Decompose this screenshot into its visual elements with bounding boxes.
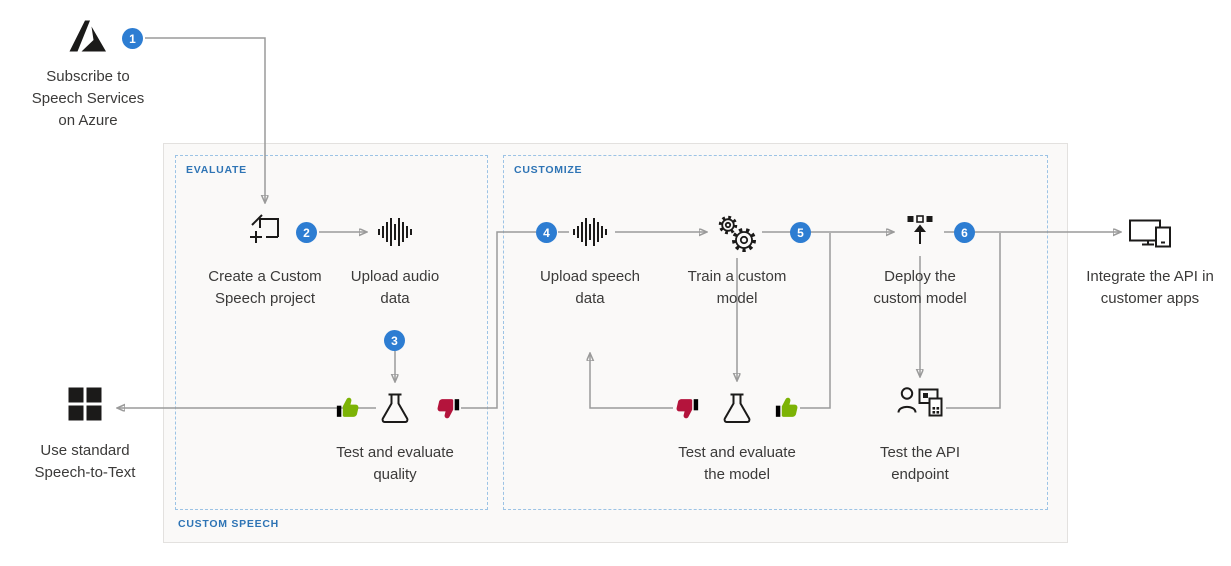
wire-pass-to-deploy-line (800, 233, 831, 409)
standard-stt-label: Use standard Speech-to-Text (34, 442, 136, 481)
customize-group: CUSTOMIZE (503, 155, 1048, 510)
wire-fail-to-customize (461, 231, 536, 409)
wire-testapi-to-integrate-line (946, 233, 1001, 409)
step-badge-4: 4 (536, 222, 557, 243)
step-badge-1: 1 (122, 28, 143, 49)
azure-logo-icon (68, 19, 108, 53)
test-model-label: Test and evaluate the model (678, 444, 796, 483)
flask-icon (719, 390, 755, 426)
wire-subscribe-to-create (145, 37, 265, 202)
waveform-icon (375, 215, 415, 249)
new-project-icon (247, 212, 283, 248)
integrate-label: Integrate the API in customer apps (1086, 268, 1214, 307)
thumb-down-icon (435, 395, 461, 421)
thumb-up-icon (335, 395, 361, 421)
gears-icon (716, 214, 758, 254)
devices-icon (1127, 214, 1173, 252)
step-badge-6: 6 (954, 222, 975, 243)
step-badge-2: 2 (296, 222, 317, 243)
evaluate-group: EVALUATE (175, 155, 488, 510)
evaluate-group-label: EVALUATE (186, 164, 247, 176)
subscribe-label: Subscribe to Speech Services on Azure (31, 68, 145, 129)
waveform-icon (570, 215, 610, 249)
train-model-label: Train a custom model (687, 268, 787, 307)
thumb-up-icon (774, 395, 800, 421)
deploy-up-arrow-icon (901, 213, 939, 249)
step-badge-3: 3 (384, 330, 405, 351)
wire-fail-back-to-upload-speech (590, 354, 673, 409)
flask-icon (377, 390, 413, 426)
create-project-label: Create a Custom Speech project (208, 268, 322, 307)
thumb-down-icon (674, 395, 700, 421)
upload-audio-label: Upload audio data (350, 268, 440, 307)
customize-group-label: CUSTOMIZE (514, 164, 583, 176)
deploy-model-label: Deploy the custom model (873, 268, 967, 307)
test-api-label: Test the API endpoint (879, 444, 961, 483)
custom-speech-group: CUSTOM SPEECH (163, 143, 1068, 543)
person-devices-icon (896, 384, 944, 424)
upload-speech-label: Upload speech data (539, 268, 641, 307)
step-badge-5: 5 (790, 222, 811, 243)
custom-speech-group-label: CUSTOM SPEECH (178, 518, 279, 530)
four-squares-icon (67, 386, 103, 422)
test-quality-label: Test and evaluate quality (336, 444, 454, 483)
